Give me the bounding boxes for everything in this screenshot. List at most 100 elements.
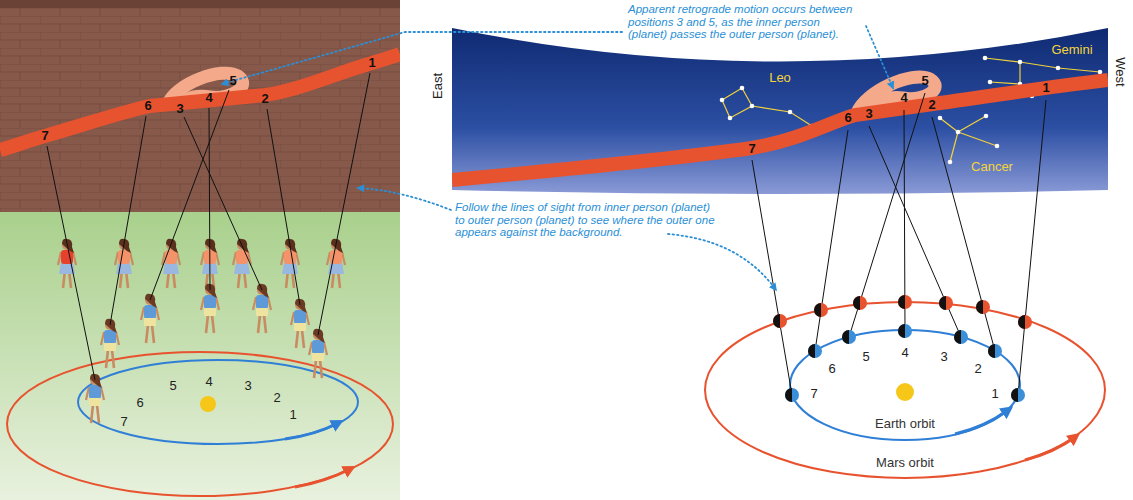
sun	[896, 383, 914, 401]
line-of-sight	[932, 117, 995, 351]
constellation	[984, 114, 989, 119]
mars-position	[939, 296, 953, 310]
position-number: 6	[136, 396, 143, 409]
constellation	[750, 104, 755, 109]
line-of-sight	[47, 146, 95, 380]
line-of-sight	[752, 160, 792, 395]
line-of-sight	[752, 93, 1046, 395]
wall	[0, 0, 400, 212]
line-of-sight	[150, 90, 229, 300]
line-of-sight	[184, 117, 262, 290]
constellation	[988, 80, 993, 85]
constellation	[1098, 70, 1103, 75]
sun	[200, 396, 216, 412]
orbit-ring	[7, 352, 393, 496]
constellation	[995, 144, 1000, 149]
earth-position	[1011, 388, 1025, 402]
position-number: 6	[144, 99, 151, 112]
line-of-sight	[209, 108, 210, 290]
orbit-label: Earth orbit	[875, 417, 935, 430]
position-number: 3	[865, 107, 872, 120]
constellation	[740, 86, 745, 91]
inner-walker	[309, 329, 327, 378]
mars-position	[853, 296, 867, 310]
position-number: 2	[273, 391, 280, 404]
inner-walker	[101, 319, 119, 368]
sky-panel	[452, 28, 1108, 194]
line-of-sight	[815, 130, 848, 351]
position-number: 4	[901, 346, 908, 359]
position-number: 5	[862, 350, 869, 363]
wall-path-band	[0, 54, 400, 150]
orbit-ring	[955, 410, 1008, 434]
orbit-ring	[295, 469, 350, 487]
constellation	[722, 88, 812, 126]
position-number: 2	[974, 362, 981, 375]
mars-position	[1018, 315, 1032, 329]
earth-position	[898, 324, 912, 338]
position-number: 5	[229, 74, 236, 87]
orbit-ring	[705, 302, 1105, 478]
outer-walker	[58, 239, 345, 288]
position-number: 4	[205, 91, 212, 104]
inner-walker	[253, 284, 271, 333]
sky-path-band	[452, 77, 1108, 180]
outer-walker	[162, 239, 180, 288]
earth-position	[808, 344, 822, 358]
earth-position	[954, 330, 968, 344]
constellation	[948, 160, 953, 165]
inner-walker	[291, 299, 309, 348]
direction-label: West	[1114, 57, 1127, 86]
position-number: 6	[844, 111, 851, 124]
position-number: 7	[748, 142, 755, 155]
constellation	[938, 116, 943, 121]
constellation	[788, 110, 793, 115]
wall	[0, 0, 400, 8]
constellation	[720, 98, 725, 103]
line-of-sight	[318, 73, 370, 335]
constellation	[956, 130, 961, 135]
constellation	[728, 116, 733, 121]
constellation-name: Gemini	[1051, 43, 1092, 56]
position-number: 4	[900, 91, 907, 104]
mars-position	[976, 300, 990, 314]
callout-leader	[222, 26, 893, 290]
callout-leader	[358, 188, 451, 210]
position-number: 1	[991, 387, 998, 400]
callout-note: Follow the lines of sight from inner per…	[455, 201, 717, 239]
constellation-name: Cancer	[971, 160, 1013, 173]
inner-walker	[86, 374, 104, 423]
callout-note: Apparent retrograde motion occurs betwee…	[628, 3, 853, 41]
earth-position	[785, 324, 1025, 402]
callout-leader	[222, 32, 622, 84]
position-number: 1	[1042, 81, 1049, 94]
orbit-label: Mars orbit	[876, 456, 934, 469]
constellation-name: Leo	[769, 71, 791, 84]
orbit-ring	[790, 330, 1020, 440]
position-number: 6	[828, 362, 835, 375]
line-of-sight	[47, 73, 370, 380]
line-of-sight	[110, 116, 146, 325]
position-number: 3	[244, 379, 251, 392]
mars-position	[773, 295, 1032, 329]
callout-leader	[668, 234, 776, 290]
position-number: 3	[176, 102, 183, 115]
outer-walker	[58, 239, 76, 288]
orbit-ring	[7, 352, 393, 496]
position-number: 5	[169, 379, 176, 392]
inner-walker	[141, 294, 159, 343]
inner-walker	[201, 284, 219, 333]
line-of-sight	[1018, 100, 1046, 395]
earth-position	[988, 344, 1002, 358]
constellation	[1056, 66, 1061, 71]
constellation	[940, 116, 997, 162]
ground	[0, 212, 400, 500]
line-of-sight	[869, 126, 961, 337]
position-number: 2	[928, 98, 935, 111]
orbit-ring	[1025, 437, 1075, 460]
mars-position	[898, 295, 912, 309]
orbit-ring	[705, 302, 1105, 478]
position-number: 5	[921, 74, 928, 87]
line-of-sight	[267, 109, 300, 305]
